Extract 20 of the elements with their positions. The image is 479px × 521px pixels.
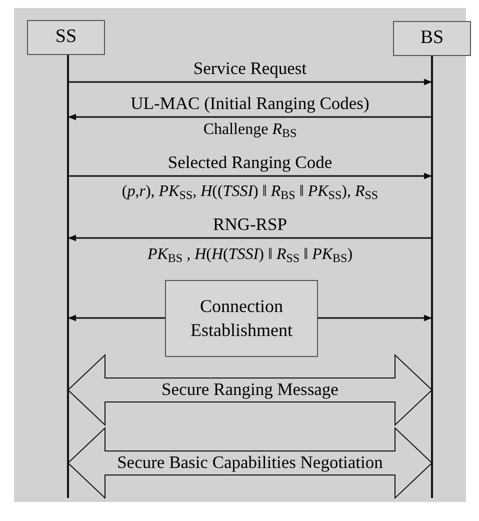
edge-label: Secure Ranging Message (160, 379, 340, 399)
process-box: Connection Establishment (165, 280, 318, 357)
edge-label: RNG-RSP (212, 214, 288, 234)
arrow (68, 78, 432, 86)
participant-box: SS (27, 20, 105, 55)
block-arrow (67, 354, 433, 426)
formula-label: (p,r), PK$_{SS}$, H((TSSI) ‖ R$_{BS}$ ‖ PK$_{SS}$), R$_{SS}$ (120, 182, 380, 202)
arrow (68, 114, 432, 120)
arrow (68, 234, 432, 242)
edge-label: Secure Basic Capabilities Negotiation (116, 452, 384, 472)
block-arrow (67, 426, 433, 500)
edge-label: UL-MAC (Initial Ranging Codes) (130, 93, 370, 113)
edge-label: Selected Ranging Code (166, 152, 334, 172)
edge-label: Service Request (192, 58, 308, 78)
participant-box: BS (393, 21, 471, 56)
arrow (318, 314, 432, 322)
formula-label: PK$_{BS}$ , H(H(TSSI) ‖ R$_{SS}$ ‖ PK$_{BS}$) (146, 245, 354, 265)
arrow (68, 172, 432, 180)
arrow (68, 314, 165, 322)
message-label: Challenge R$_{BS}$ (202, 120, 298, 140)
